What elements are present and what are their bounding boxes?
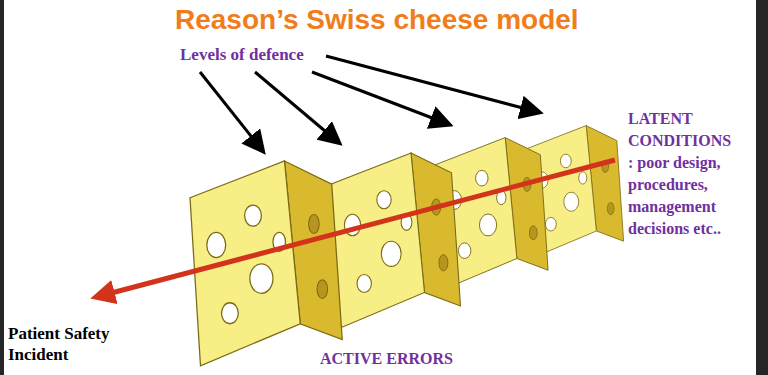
slide-title: Reason’s Swiss cheese model (175, 4, 579, 36)
leader-arrow (255, 72, 338, 142)
outcome-label: Patient Safety Incident (8, 323, 158, 365)
group-label: Levels of defence (180, 45, 304, 65)
leader-arrow (312, 72, 448, 124)
leader-arrow (200, 72, 262, 150)
cheese-slice (330, 153, 461, 329)
leader-arrow (326, 56, 538, 112)
bottom-label: ACTIVE ERRORS (320, 350, 453, 368)
slide-background: Reason’s Swiss cheese modelLevels of def… (4, 0, 756, 375)
hazard-arrow (100, 160, 615, 296)
side-note: LATENT CONDITIONS : poor design, procedu… (628, 108, 731, 240)
cheese-slice (190, 161, 342, 366)
